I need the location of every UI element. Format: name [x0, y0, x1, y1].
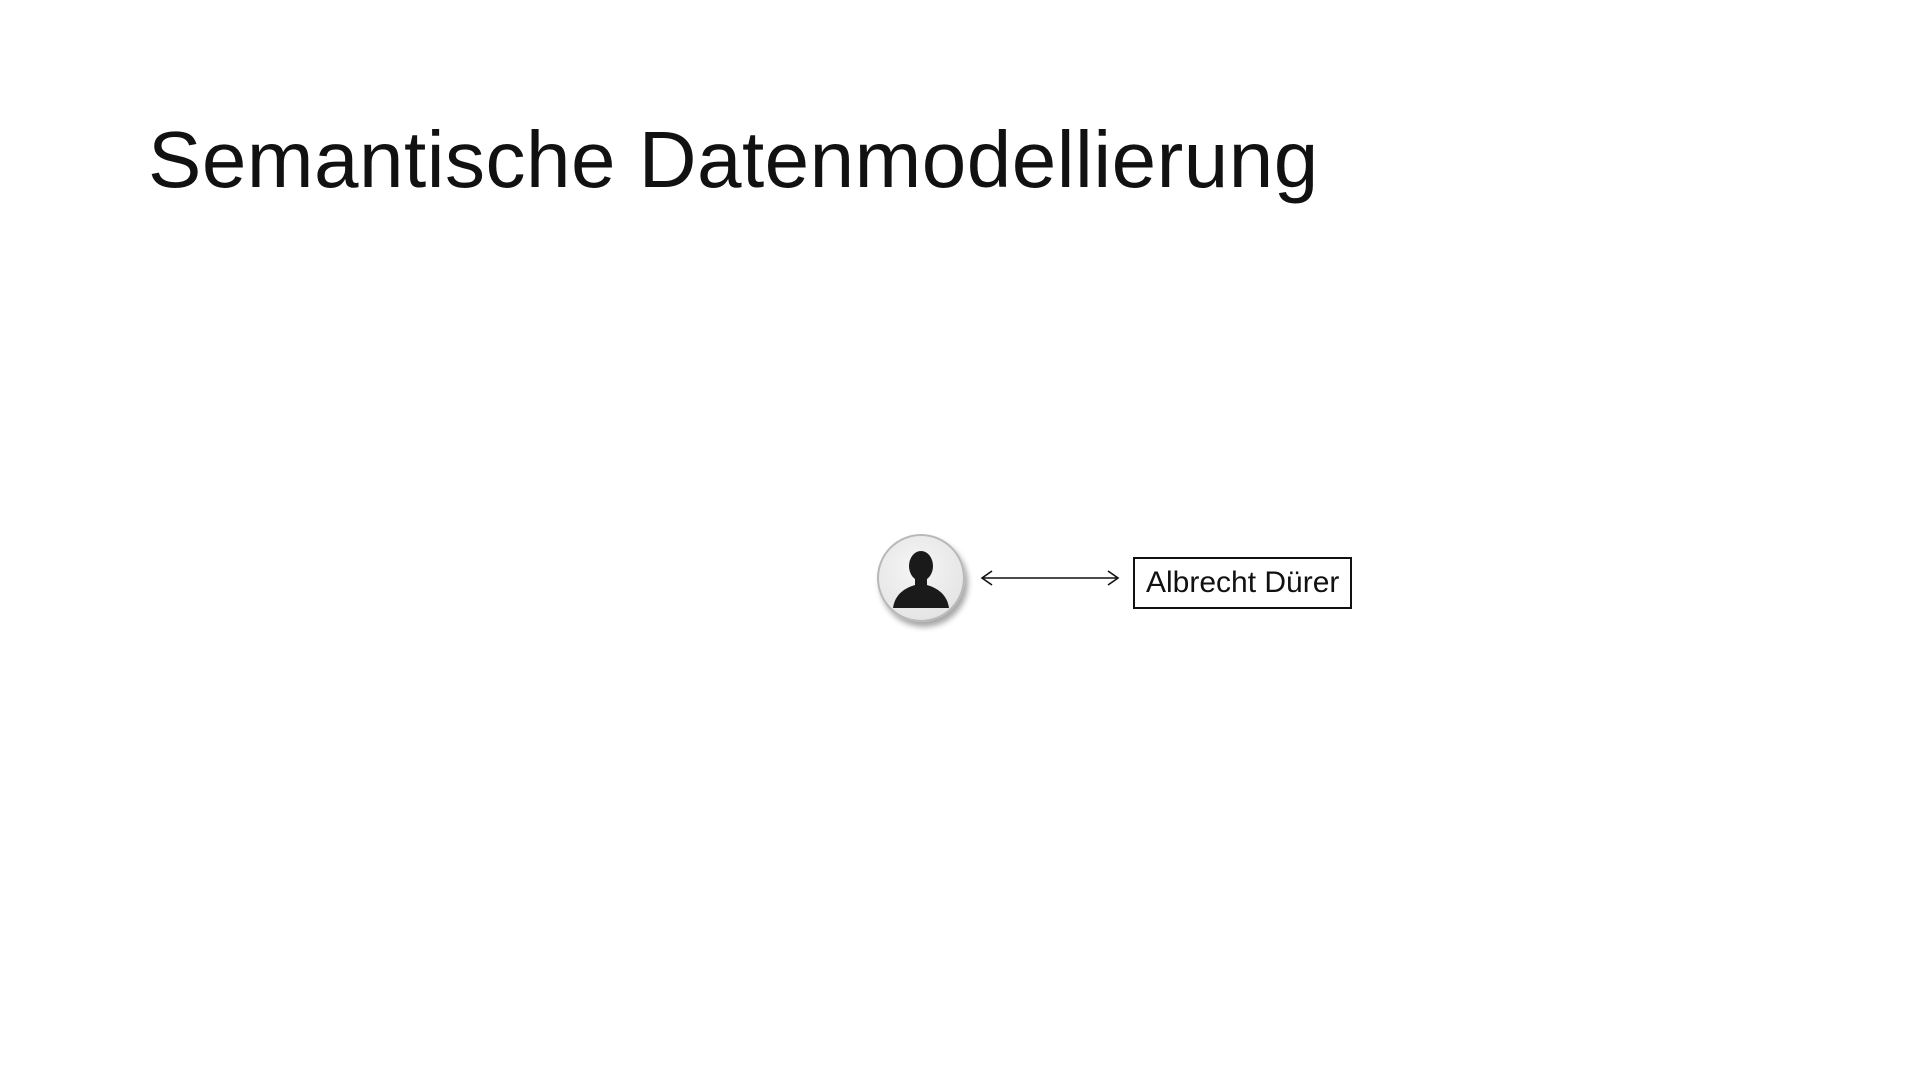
entity-label: Albrecht Dürer: [1146, 566, 1340, 599]
person-node: [877, 534, 965, 622]
entity-label-box: Albrecht Dürer: [1133, 557, 1353, 609]
person-silhouette-icon: [893, 551, 949, 608]
bidirectional-arrow: [980, 570, 1120, 586]
slide-title: Semantische Datenmodellierung: [148, 115, 1319, 204]
